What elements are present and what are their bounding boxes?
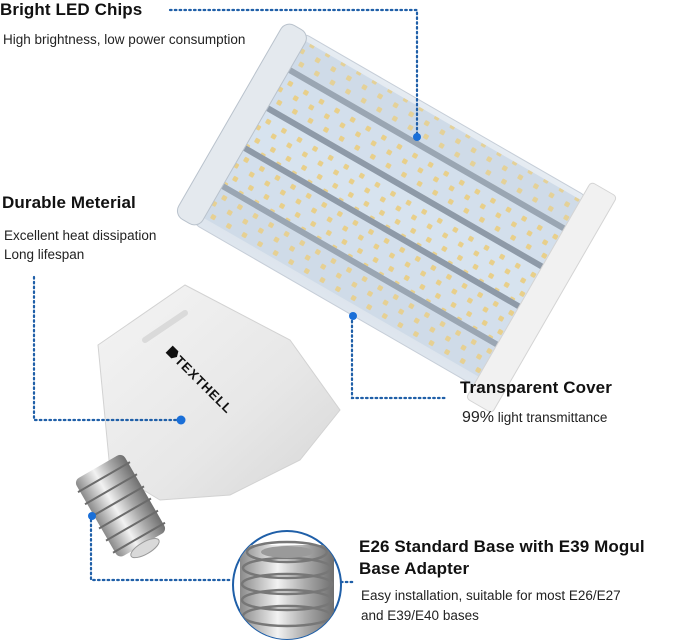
callout-line-cover	[350, 314, 449, 400]
feature-title-base-2: Base Adapter	[359, 559, 470, 578]
feature-desc-base-2: and E39/E40 bases	[361, 608, 479, 623]
base-adapter-image	[232, 530, 342, 640]
screw-base	[75, 454, 166, 559]
feature-title-cover: Transparent Cover	[460, 378, 612, 397]
transmittance-value: 99%	[462, 409, 495, 426]
transmittance-label: light transmittance	[497, 410, 608, 425]
feature-desc-cover: 99% light transmittance	[462, 408, 607, 427]
feature-desc-material-1: Excellent heat dissipation	[4, 228, 157, 243]
feature-desc-material-2: Long lifespan	[4, 247, 85, 262]
led-corn-body	[176, 23, 617, 413]
callout-dot-led-chips	[413, 133, 421, 141]
callout-dot-base	[88, 512, 96, 520]
callout-dot-material	[176, 415, 186, 425]
callout-lines	[32, 8, 449, 584]
feature-desc-base-1: Easy installation, suitable for most E26…	[361, 588, 621, 603]
callout-line-led-chips	[168, 8, 419, 137]
feature-title-material: Durable Meterial	[2, 193, 136, 212]
callout-line-material	[32, 275, 182, 422]
feature-title-led-chips: Bright LED Chips	[0, 0, 143, 19]
feature-title-base-1: E26 Standard Base with E39 Mogul	[359, 537, 645, 556]
callout-dot-cover	[349, 312, 357, 320]
callout-line-base	[89, 513, 234, 582]
bulb-housing: TEXTHELL	[97, 284, 341, 501]
feature-desc-led-chips: High brightness, low power consumption	[3, 32, 246, 47]
callout-dots	[88, 133, 421, 520]
